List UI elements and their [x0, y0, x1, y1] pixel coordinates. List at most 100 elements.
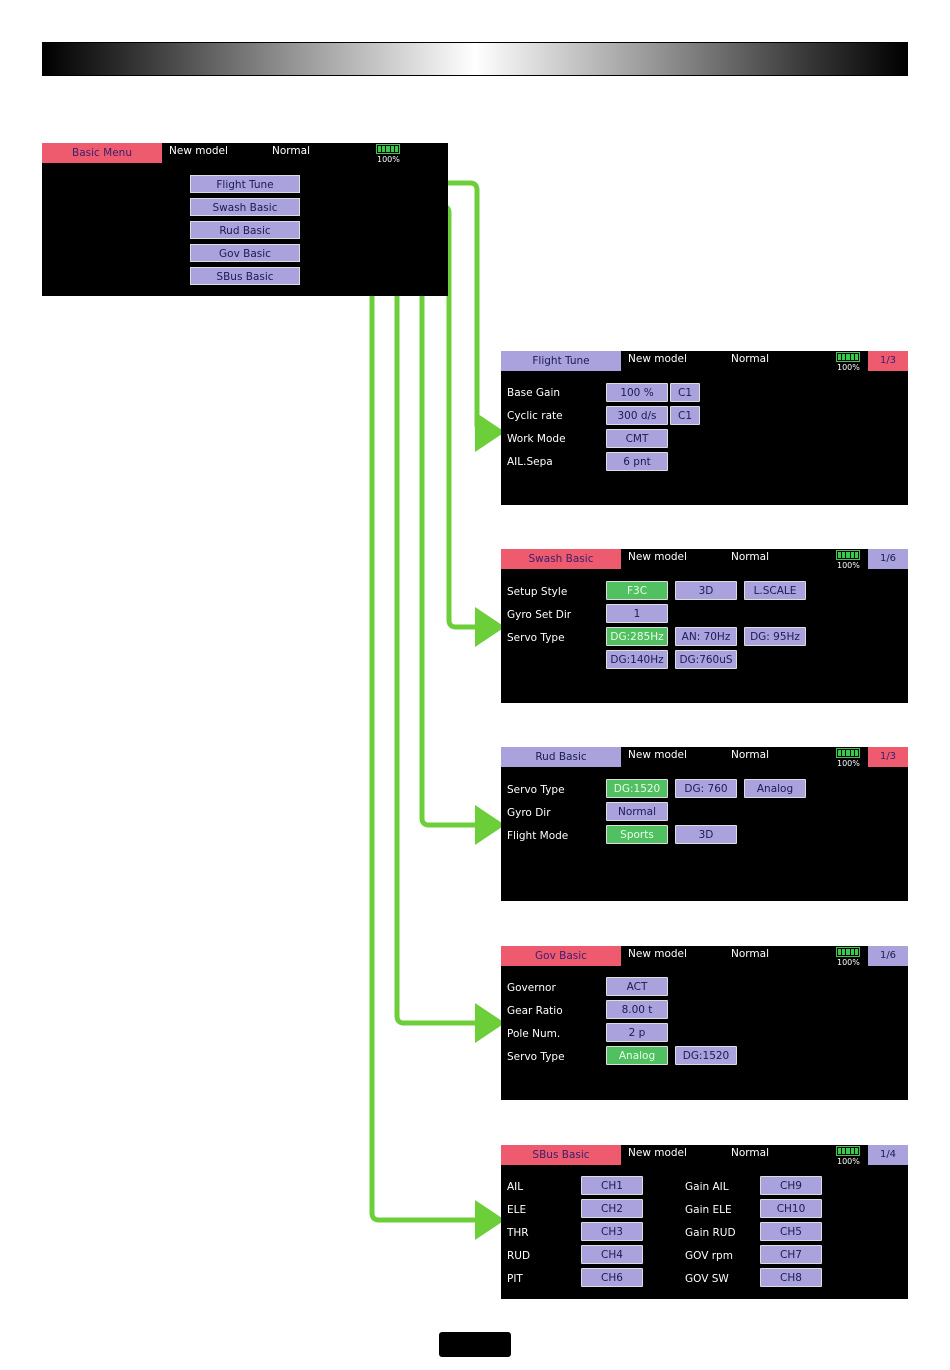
flight-mode-3d[interactable]: 3D: [675, 825, 737, 844]
menu-item-sbus-basic[interactable]: SBus Basic: [190, 267, 300, 285]
arrow-flight-tune: [302, 180, 505, 452]
setup-style-label: Setup Style: [507, 586, 568, 598]
sbus-channel-gov-rpm[interactable]: CH7: [760, 1245, 822, 1264]
battery-icon: [836, 748, 860, 758]
servo-type-an70[interactable]: AN: 70Hz: [675, 627, 737, 646]
sbus-label-gain-ail: Gain AIL: [685, 1181, 729, 1193]
page-indicator[interactable]: 1/3: [868, 351, 908, 371]
menu-item-flight-tune[interactable]: Flight Tune: [190, 175, 300, 193]
base-gain-label: Base Gain: [507, 387, 561, 399]
setup-style-3d[interactable]: 3D: [675, 581, 737, 600]
sbus-channel-ail[interactable]: CH1: [581, 1176, 643, 1195]
page-indicator[interactable]: 1/6: [868, 549, 908, 569]
header-gradient-bar: [42, 42, 908, 76]
battery-percent: 100%: [837, 363, 860, 372]
servo-type-analog[interactable]: Analog: [744, 779, 806, 798]
servo-type-dg760[interactable]: DG: 760: [675, 779, 737, 798]
sbus-label-pit: PIT: [507, 1273, 523, 1285]
page-indicator[interactable]: 1/3: [868, 747, 908, 767]
gear-ratio-value[interactable]: 8.00 t: [606, 1000, 668, 1019]
base-gain-value[interactable]: 100 %: [606, 383, 668, 402]
battery-icon: [836, 550, 860, 560]
flight-mode-indicator: Normal: [731, 353, 769, 365]
sbus-channel-gain-ele[interactable]: CH10: [760, 1199, 822, 1218]
sbus-channel-gain-rud[interactable]: CH5: [760, 1222, 822, 1241]
battery-icon: [836, 1146, 860, 1156]
menu-item-gov-basic[interactable]: Gov Basic: [190, 244, 300, 262]
page-indicator[interactable]: 1/4: [868, 1145, 908, 1165]
servo-type-label: Servo Type: [507, 1051, 565, 1063]
rud-basic-screen: Rud Basic New model Normal 100% 1/3 Serv…: [501, 747, 908, 901]
governor-value[interactable]: ACT: [606, 977, 668, 996]
gov-basic-screen: Gov Basic New model Normal 100% 1/6 Gove…: [501, 946, 908, 1100]
setup-style-f3c[interactable]: F3C: [606, 581, 668, 600]
flight-mode-indicator: Normal: [731, 1147, 769, 1159]
sbus-channel-gov-sw[interactable]: CH8: [760, 1268, 822, 1287]
gyro-dir-label: Gyro Dir: [507, 807, 551, 819]
sbus-channel-gain-ail[interactable]: CH9: [760, 1176, 822, 1195]
battery-percent: 100%: [837, 561, 860, 570]
basic-menu-screen: Basic Menu New model Normal 100% Flight …: [42, 143, 448, 296]
battery-percent: 100%: [837, 759, 860, 768]
servo-type-dg140[interactable]: DG:140Hz: [606, 650, 668, 669]
work-mode-label: Work Mode: [507, 433, 566, 445]
cyclic-rate-value[interactable]: 300 d/s: [606, 406, 668, 425]
battery-percent: 100%: [837, 958, 860, 967]
servo-type-dg1520[interactable]: DG:1520: [606, 779, 668, 798]
sbus-channel-pit[interactable]: CH6: [581, 1268, 643, 1287]
servo-type-dg95[interactable]: DG: 95Hz: [744, 627, 806, 646]
sbus-label-gain-ele: Gain ELE: [685, 1204, 732, 1216]
sbus-label-ail: AIL: [507, 1181, 524, 1193]
sbus-basic-screen: SBus Basic New model Normal 100% 1/4 AIL…: [501, 1145, 908, 1299]
gear-ratio-label: Gear Ratio: [507, 1005, 563, 1017]
gyro-set-dir-value[interactable]: 1: [606, 604, 668, 623]
sbus-label-thr: THR: [507, 1227, 529, 1239]
sbus-label-rud: RUD: [507, 1250, 531, 1262]
battery-icon: [836, 352, 860, 362]
pole-num-value[interactable]: 2 p: [606, 1023, 668, 1042]
sbus-basic-title: SBus Basic: [501, 1145, 621, 1165]
cyclic-rate-switch[interactable]: C1: [670, 406, 700, 425]
pole-num-label: Pole Num.: [507, 1028, 561, 1040]
model-name: New model: [628, 749, 687, 761]
cyclic-rate-label: Cyclic rate: [507, 410, 563, 422]
arrow-gov-basic: [302, 249, 505, 1043]
flight-mode-sports[interactable]: Sports: [606, 825, 668, 844]
sbus-label-gov-sw: GOV SW: [685, 1273, 729, 1285]
base-gain-switch[interactable]: C1: [670, 383, 700, 402]
sbus-channel-thr[interactable]: CH3: [581, 1222, 643, 1241]
page-number-tab: [439, 1332, 511, 1357]
flight-mode-indicator: Normal: [272, 145, 310, 157]
setup-style-lscale[interactable]: L.SCALE: [744, 581, 806, 600]
model-name: New model: [628, 551, 687, 563]
battery-percent: 100%: [837, 1157, 860, 1166]
flight-mode-indicator: Normal: [731, 749, 769, 761]
sbus-channel-rud[interactable]: CH4: [581, 1245, 643, 1264]
servo-type-dg285[interactable]: DG:285Hz: [606, 627, 668, 646]
servo-type-dg760us[interactable]: DG:760uS: [675, 650, 737, 669]
sbus-channel-ele[interactable]: CH2: [581, 1199, 643, 1218]
battery-icon: [376, 144, 400, 154]
flight-mode-label: Flight Mode: [507, 830, 569, 842]
ail-sepa-value[interactable]: 6 pnt: [606, 452, 668, 471]
gov-basic-title: Gov Basic: [501, 946, 621, 966]
flight-tune-screen: Flight Tune New model Normal 100% 1/3 Ba…: [501, 351, 908, 505]
battery-icon: [836, 947, 860, 957]
swash-basic-screen: Swash Basic New model Normal 100% 1/6 Se…: [501, 549, 908, 703]
work-mode-value[interactable]: CMT: [606, 429, 668, 448]
flight-tune-title: Flight Tune: [501, 351, 621, 371]
rud-basic-title: Rud Basic: [501, 747, 621, 767]
gyro-dir-value[interactable]: Normal: [606, 802, 668, 821]
sbus-label-gain-rud: Gain RUD: [685, 1227, 736, 1239]
servo-type-dg1520[interactable]: DG:1520: [675, 1046, 737, 1065]
sbus-label-ele: ELE: [507, 1204, 527, 1216]
sbus-label-gov-rpm: GOV rpm: [685, 1250, 733, 1262]
servo-type-analog[interactable]: Analog: [606, 1046, 668, 1065]
menu-item-rud-basic[interactable]: Rud Basic: [190, 221, 300, 239]
swash-basic-title: Swash Basic: [501, 549, 621, 569]
servo-type-label: Servo Type: [507, 784, 565, 796]
flight-mode-indicator: Normal: [731, 551, 769, 563]
page-indicator[interactable]: 1/6: [868, 946, 908, 966]
gyro-set-dir-label: Gyro Set Dir: [507, 609, 572, 621]
menu-item-swash-basic[interactable]: Swash Basic: [190, 198, 300, 216]
